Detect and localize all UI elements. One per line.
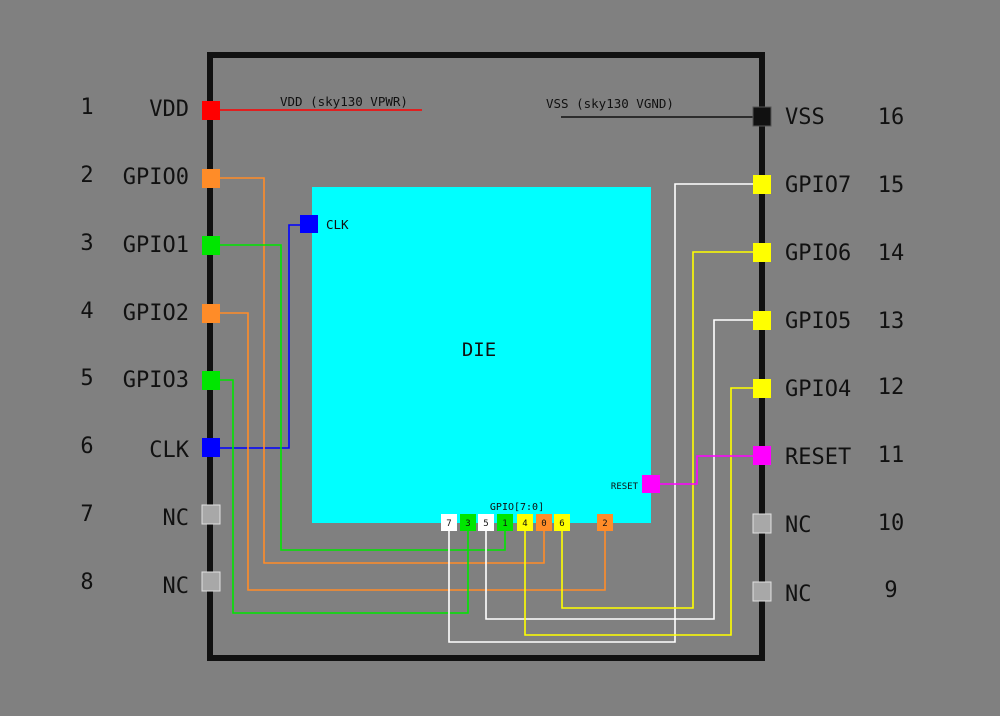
pin-pad-gpio4 (753, 379, 771, 398)
gpio7-wire (448, 183, 762, 643)
gpio5-wire (485, 319, 762, 620)
pin-number: 10 (878, 511, 905, 536)
pin-pad-nc (752, 513, 772, 534)
gpio1-wire (211, 244, 506, 551)
pin-name: VSS (785, 105, 825, 130)
pin-number: 3 (80, 231, 93, 256)
die-gpio-pad-label: 6 (559, 519, 564, 529)
pin-pad-nc (752, 581, 772, 602)
pin-name: GPIO3 (123, 368, 189, 393)
pin-name: GPIO5 (785, 309, 851, 334)
pin-pad-reset (753, 446, 771, 465)
pin-name: GPIO6 (785, 241, 851, 266)
die (312, 187, 651, 523)
pin-name: NC (163, 574, 190, 599)
die-gpio-pads: 7 3 5 1 4 0 6 2 (441, 514, 613, 531)
die-gpio-pad-label: 1 (502, 519, 507, 529)
die-reset-pad-label: RESET (611, 482, 639, 492)
die-gpio-pad-label: 7 (446, 519, 451, 529)
pin-name: GPIO2 (123, 301, 189, 326)
pin-pad-gpio0 (202, 169, 220, 188)
die-gpio-pad (536, 514, 552, 531)
pin-number: 16 (878, 105, 905, 130)
gpio-bus-label: GPIO[7:0] (490, 502, 544, 513)
left-pins: 1 VDD 2 GPIO0 3 GPIO1 4 GPIO2 5 GPIO3 6 … (80, 95, 221, 599)
pin-name: NC (785, 513, 812, 538)
pin-number: 13 (878, 309, 905, 334)
die-reset-pad (642, 475, 660, 493)
pin-number: 12 (878, 375, 905, 400)
pin-pad-gpio6 (753, 243, 771, 262)
die-gpio-pad (554, 514, 570, 531)
die-gpio-pad-label: 5 (483, 519, 488, 529)
die-clk-pad (300, 215, 318, 233)
pin-pad-vss (752, 106, 772, 127)
die-gpio-pad (497, 514, 513, 531)
pin-name: GPIO1 (123, 233, 189, 258)
pin-number: 4 (80, 299, 93, 324)
die-label: DIE (462, 339, 496, 361)
pin-pad-nc (201, 571, 221, 592)
die-gpio-pad (517, 514, 533, 531)
pin-pad-nc (201, 504, 221, 525)
pin-number: 7 (80, 502, 93, 527)
pin-pad-gpio7 (753, 175, 771, 194)
gpio2-wire (211, 312, 606, 591)
pin-number: 14 (878, 241, 905, 266)
pin-number: 6 (80, 434, 93, 459)
pin-name: NC (785, 582, 812, 607)
pin-pad-gpio1 (202, 236, 220, 255)
wires (211, 109, 762, 643)
pin-name: RESET (785, 445, 851, 470)
pin-name: NC (163, 506, 190, 531)
die-gpio-pad-label: 4 (522, 519, 527, 529)
pin-number: 2 (80, 163, 93, 188)
pin-number: 5 (80, 366, 93, 391)
clk-wire (211, 224, 309, 449)
die-clk-pad-label: CLK (326, 217, 349, 232)
die-gpio-pad (597, 514, 613, 531)
pin-pad-gpio3 (202, 371, 220, 390)
die-gpio-pad-label: 3 (465, 519, 470, 529)
vss-rail-label: VSS (sky130 VGND) (546, 96, 674, 111)
gpio4-wire (524, 387, 762, 636)
pin-number: 8 (80, 570, 93, 595)
pin-name: CLK (149, 438, 189, 463)
vdd-rail-label: VDD (sky130 VPWR) (280, 94, 408, 109)
pin-pad-clk (202, 438, 220, 457)
gpio0-wire (211, 177, 545, 564)
pin-name: VDD (149, 97, 189, 122)
pin-pad-gpio2 (202, 304, 220, 323)
pin-number: 11 (878, 443, 905, 468)
gpio6-wire (561, 251, 762, 609)
pin-name: GPIO4 (785, 377, 851, 402)
pin-number: 1 (80, 95, 93, 120)
gpio3-wire (211, 379, 469, 614)
pin-number: 9 (884, 578, 897, 603)
die-gpio-pad-label: 0 (541, 519, 546, 529)
package-outline (207, 52, 765, 661)
right-pins: VSS 16 GPIO7 15 GPIO6 14 GPIO5 13 GPIO4 … (752, 105, 905, 607)
die-gpio-pad (478, 514, 494, 531)
die-gpio-pad-label: 2 (602, 519, 607, 529)
pin-pad-gpio5 (753, 311, 771, 330)
die-gpio-pad (460, 514, 476, 531)
die-gpio-pad (441, 514, 457, 531)
pin-pad-vdd (202, 101, 220, 120)
pin-number: 15 (878, 173, 905, 198)
reset-wire (651, 455, 762, 485)
pin-name: GPIO7 (785, 173, 851, 198)
pin-name: GPIO0 (123, 165, 189, 190)
